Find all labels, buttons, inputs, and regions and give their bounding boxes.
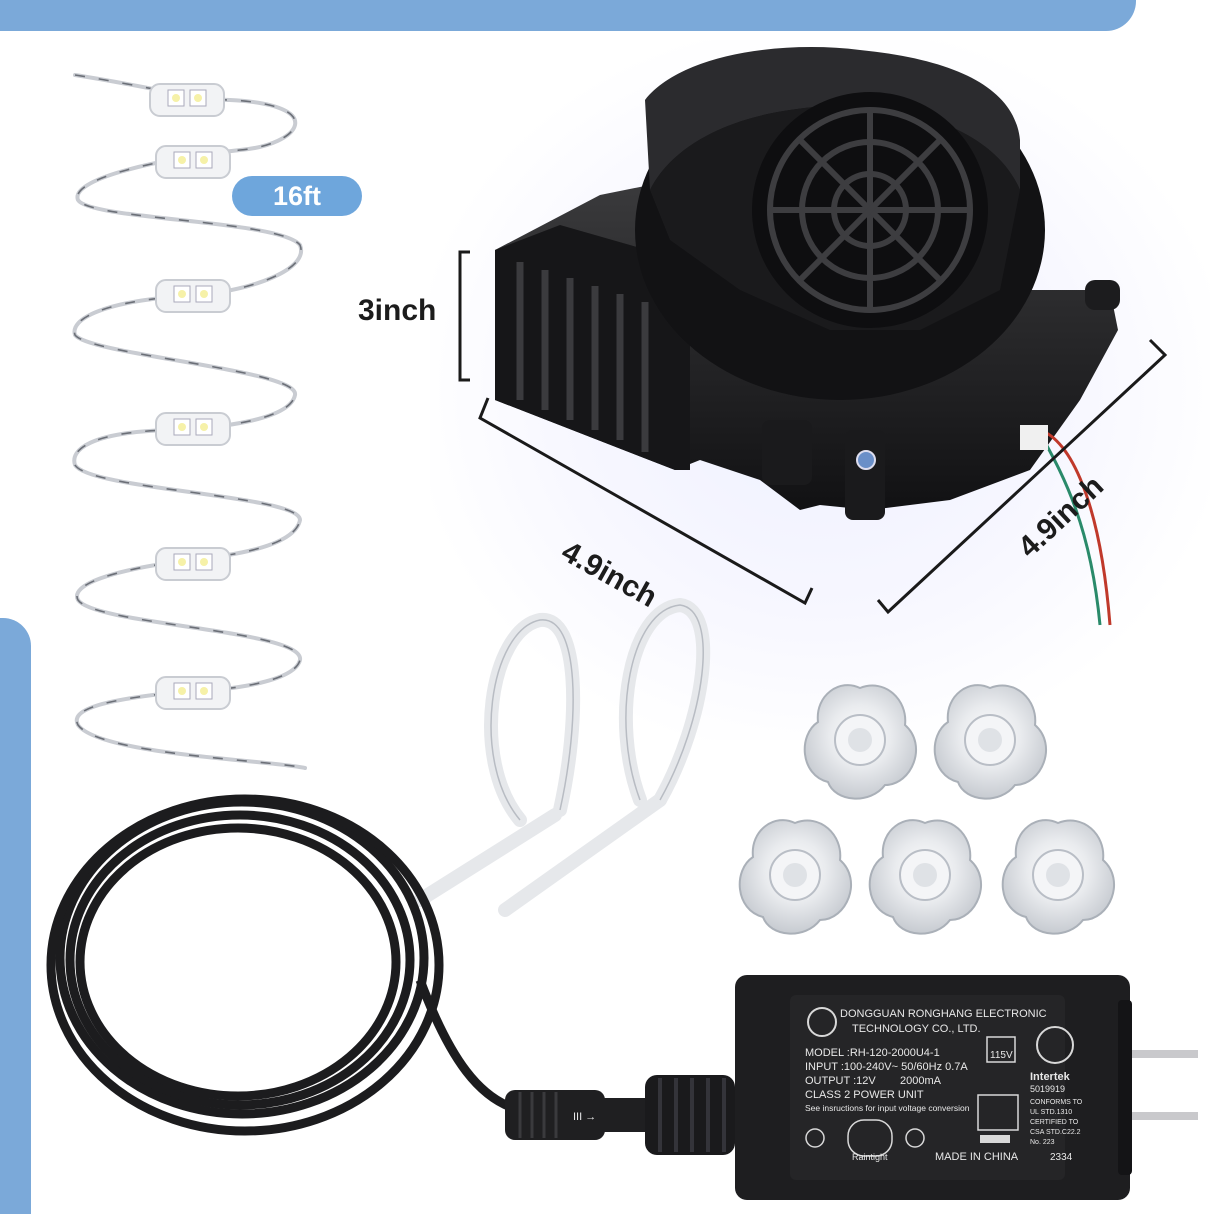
height-label: 3inch: [358, 294, 437, 327]
adapter-output: OUTPUT :12V: [805, 1075, 876, 1087]
adapter-code: 2334: [1050, 1152, 1073, 1163]
top-accent-bar: [0, 0, 1136, 31]
adapter-origin: MADE IN CHINA: [935, 1151, 1019, 1163]
adapter-input: INPUT :100-240V~ 50/60Hz 0.7A: [805, 1061, 968, 1073]
adapter-class: CLASS 2 POWER UNIT: [805, 1089, 924, 1101]
adapter-cert-number: 5019919: [1030, 1084, 1065, 1094]
adapter-cert-1: CONFORMS TO: [1030, 1099, 1083, 1106]
coiled-cable: [46, 794, 600, 1136]
left-accent-bar: [0, 618, 31, 1214]
adapter-cert-5: No. 223: [1030, 1139, 1055, 1146]
adapter-note: See insructions for input voltage conver…: [805, 1103, 970, 1113]
adapter-brand: Raintight: [852, 1152, 888, 1162]
connector-mark: III →: [573, 1111, 596, 1123]
length-badge: 16ft: [232, 176, 362, 216]
suction-cups: [738, 684, 1115, 935]
power-adapter: [735, 975, 1198, 1200]
adapter-model: MODEL :RH-120-2000U4-1: [805, 1047, 940, 1059]
adapter-cert-2: UL STD.1310: [1030, 1109, 1072, 1116]
cable-connector: [505, 1075, 735, 1155]
adapter-maker-line1: DONGGUAN RONGHANG ELECTRONIC: [840, 1008, 1047, 1020]
blower-fan: [495, 47, 1120, 626]
dimension-lines: [458, 250, 1168, 615]
adapter-output-current: 2000mA: [900, 1075, 942, 1087]
cable-tie-outline: [490, 604, 704, 821]
adapter-cert-3: CERTIFIED TO: [1030, 1119, 1079, 1126]
adapter-maker-line2: TECHNOLOGY CO., LTD.: [852, 1023, 981, 1035]
adapter-cert-4: CSA STD.C22.2: [1030, 1129, 1081, 1136]
adapter-voltage-mark: 115V: [990, 1050, 1013, 1061]
led-chips: [149, 83, 231, 710]
adapter-cert-brand: Intertek: [1030, 1071, 1071, 1083]
